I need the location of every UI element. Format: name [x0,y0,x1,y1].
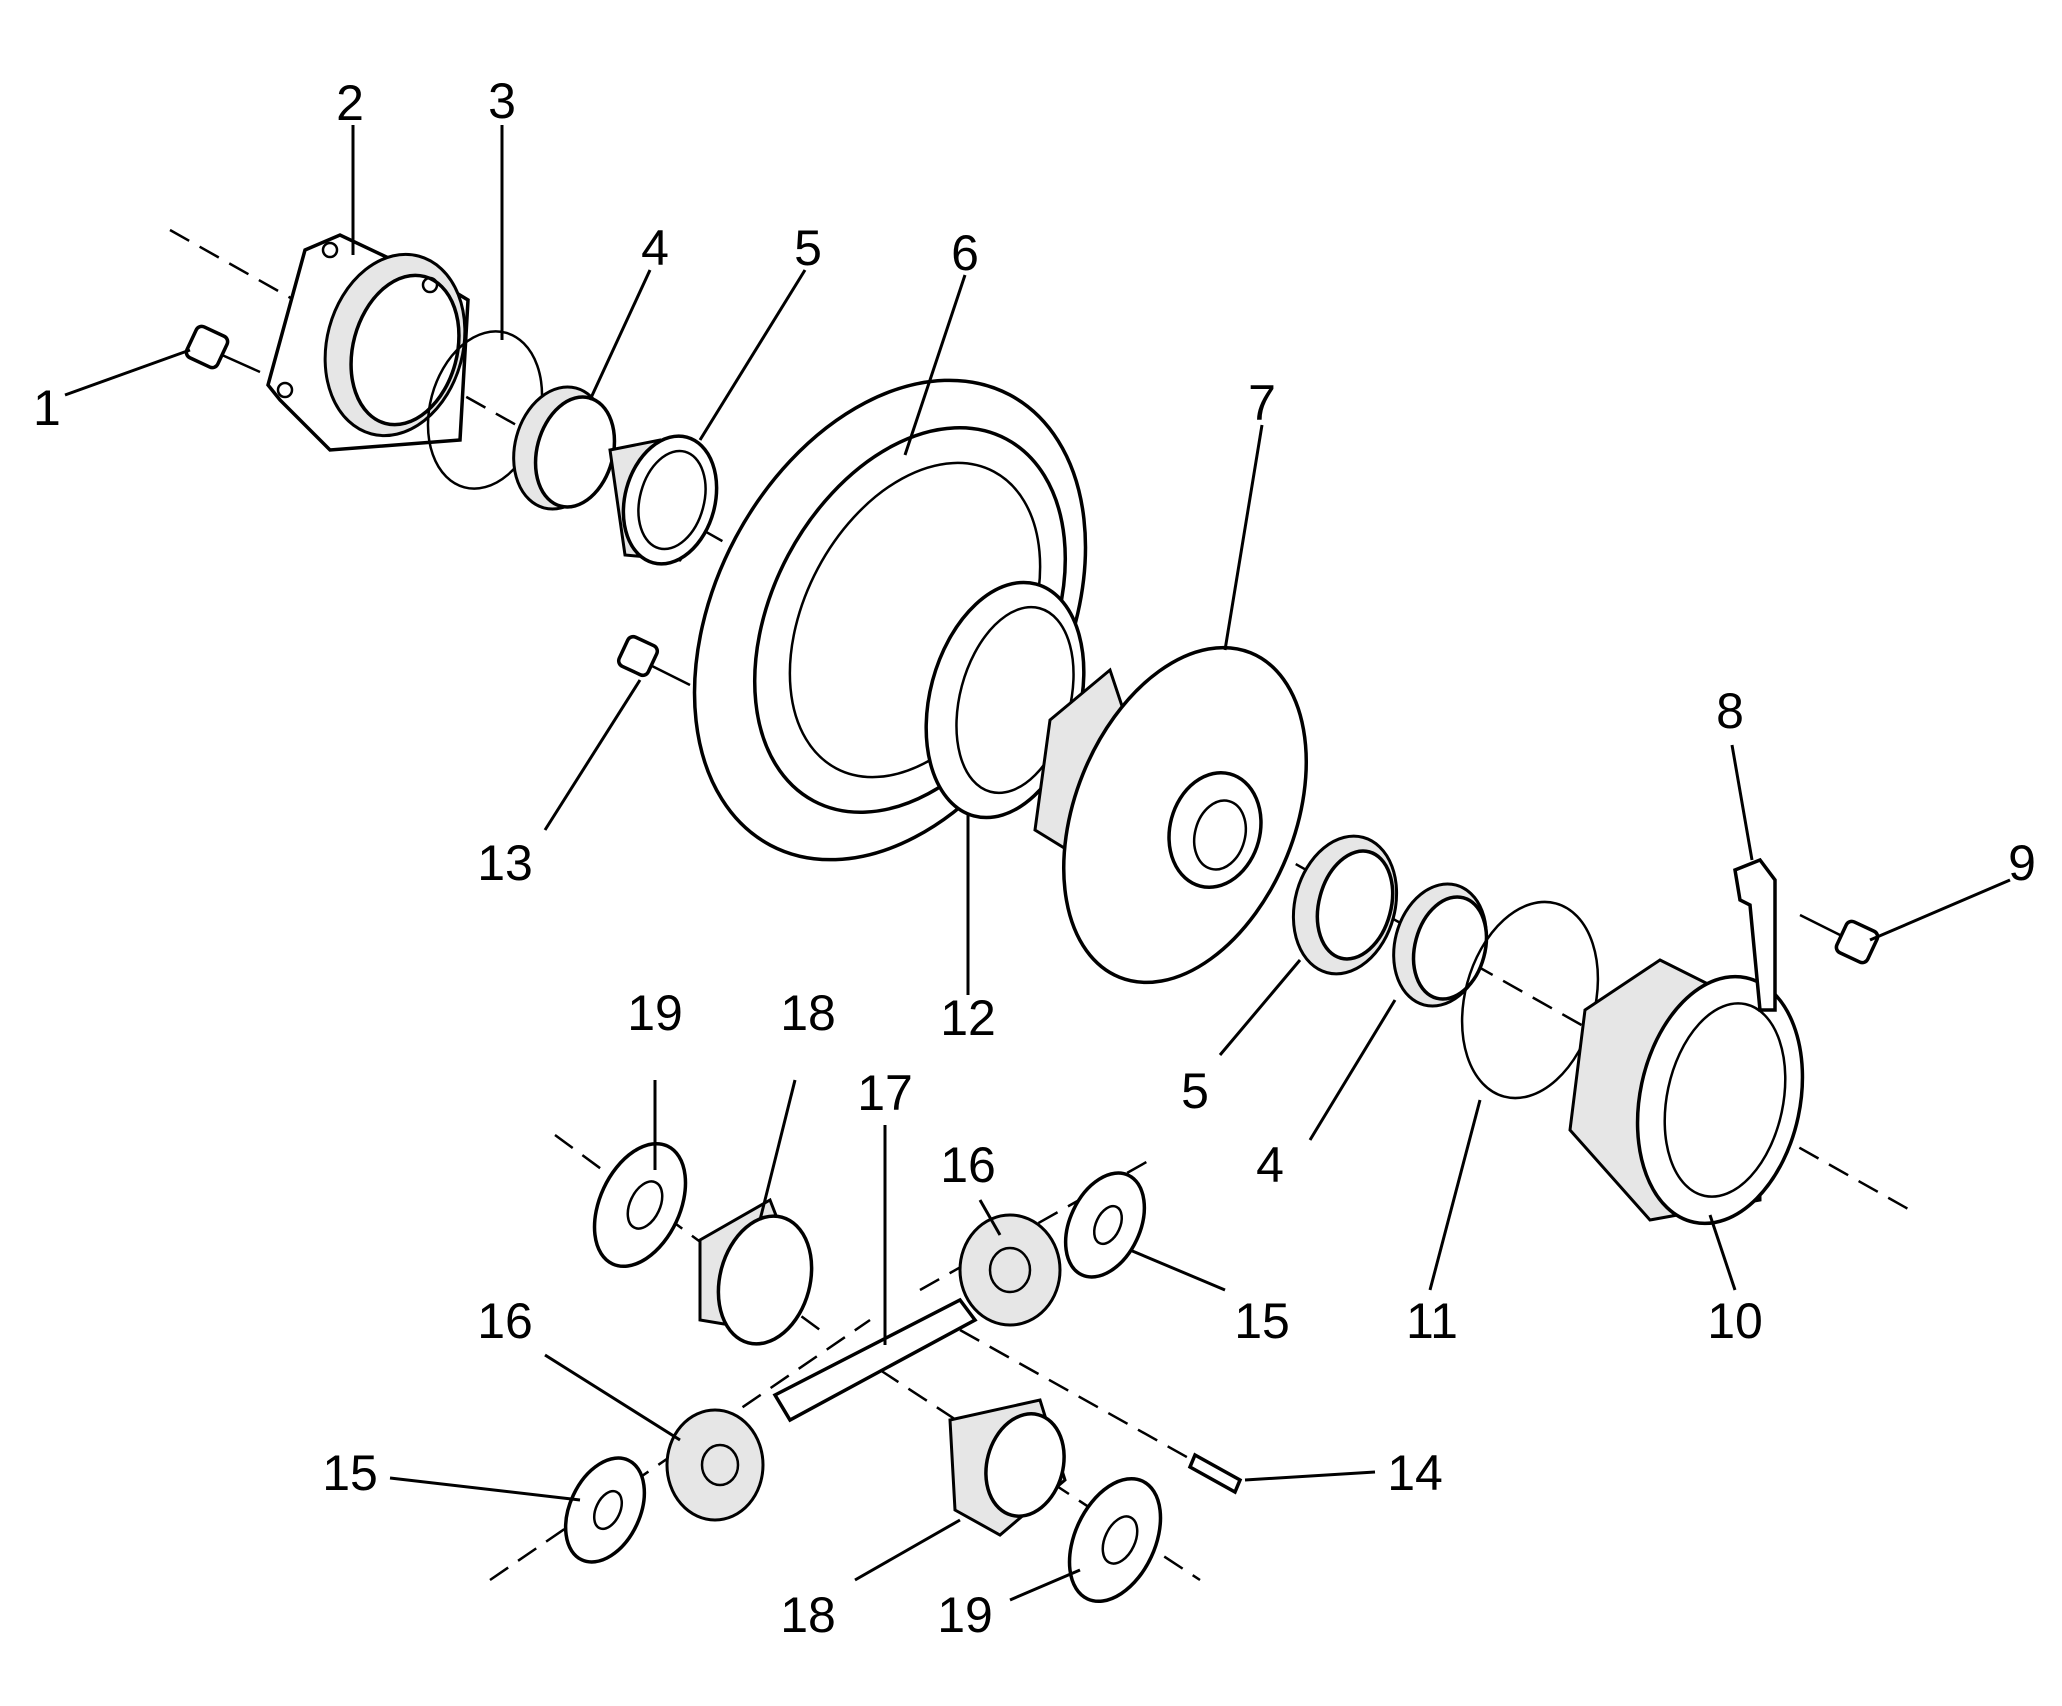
callout-1: 1 [33,380,61,436]
lower-axis-b [489,1318,871,1582]
callout-12: 12 [940,990,996,1046]
callout-8: 8 [1716,683,1744,739]
part-15-washer-upper [1063,1171,1147,1279]
callout-4-lower: 4 [1256,1137,1284,1193]
callout-9: 9 [2008,835,2036,891]
lower-axis-c [959,1328,1211,1472]
part-9-bolt [1799,913,1880,965]
callout-11: 11 [1406,1293,1458,1349]
part-18-side-gear-upper [698,1197,814,1346]
part-19-washer-lower [1067,1476,1163,1604]
part-14-pin [1187,1452,1243,1495]
part-19-washer-upper [592,1141,688,1269]
part-16-pinion-upper [958,1213,1062,1327]
callout-5-lower: 5 [1181,1063,1209,1119]
callout-3: 3 [488,73,516,129]
callout-19-lower: 19 [937,1587,993,1643]
callout-18-lower: 18 [780,1587,836,1643]
leader-lines [64,125,2011,1602]
callout-16-lower: 16 [477,1293,533,1349]
part-2-housing [266,233,470,452]
callout-2: 2 [336,75,364,131]
part-17-pinion-shaft [772,1297,978,1423]
callout-18-upper: 18 [780,985,836,1041]
callout-6: 6 [951,225,979,281]
part-10-bearing-adjuster [1568,958,1805,1226]
part-5-bearing-right [1291,834,1399,976]
part-4-bearing-cup-left [512,385,617,511]
callout-13: 13 [477,835,533,891]
part-8-lock-tab [1733,857,1777,1012]
part-15-washer-lower [563,1456,647,1564]
part-5-bearing-left [608,434,719,566]
callout-7: 7 [1248,375,1276,431]
callout-4-upper: 4 [641,220,669,276]
part-1-bolt [184,324,261,374]
callout-17: 17 [857,1065,913,1121]
part-18-side-gear-lower [948,1398,1067,1537]
callout-5-upper: 5 [794,220,822,276]
callout-14: 14 [1387,1445,1443,1501]
callout-19-upper: 19 [627,985,683,1041]
callout-15-lower: 15 [322,1445,378,1501]
part-7-differential-case [1033,645,1308,985]
callout-10: 10 [1707,1293,1763,1349]
part-13-bolt [616,634,691,687]
part-4-bearing-cup-right [1392,882,1489,1008]
part-16-pinion-lower [665,1408,765,1522]
callout-16-upper: 16 [940,1137,996,1193]
callout-15-upper: 15 [1234,1293,1290,1349]
